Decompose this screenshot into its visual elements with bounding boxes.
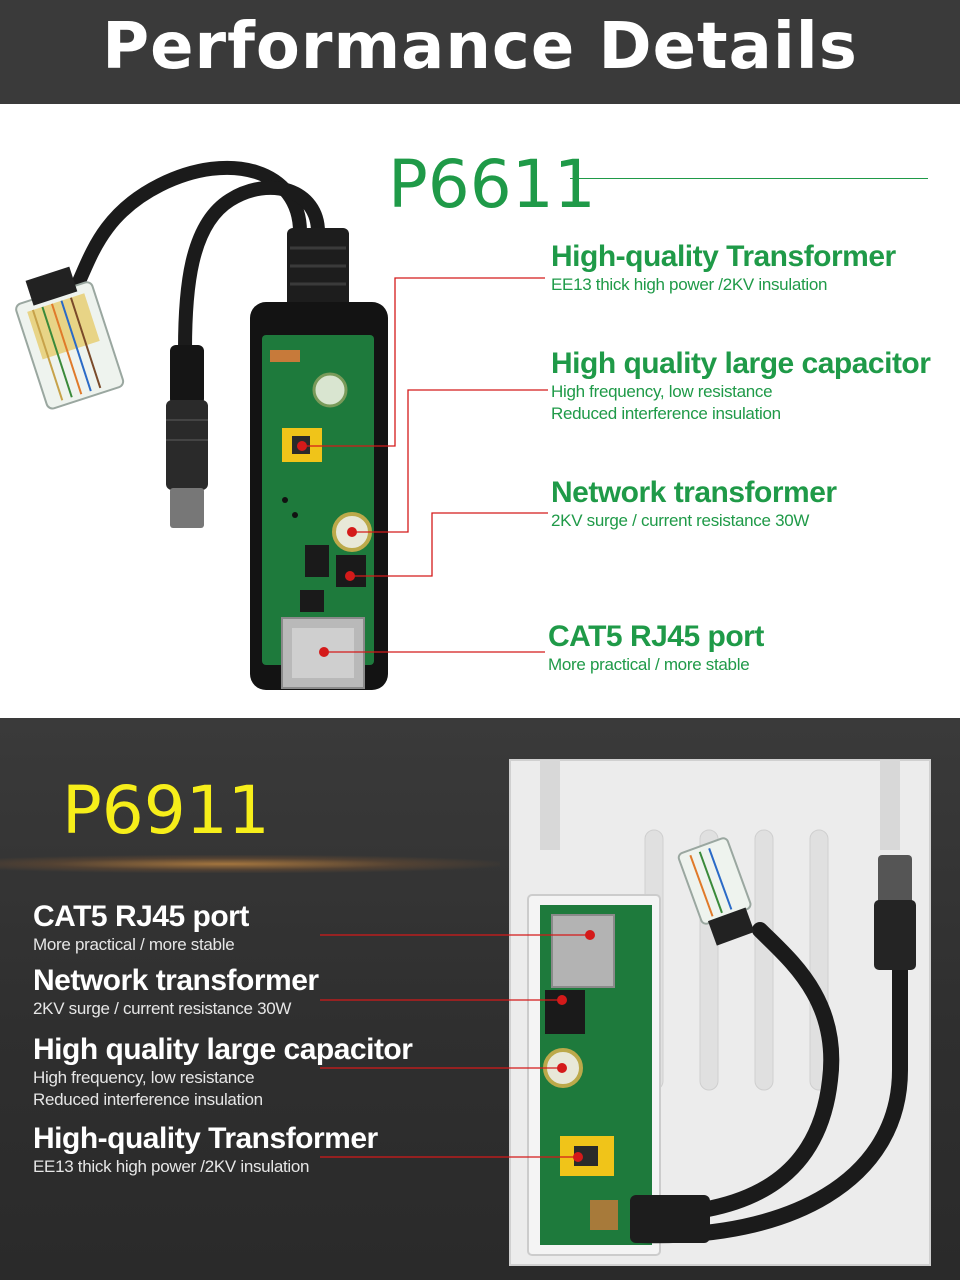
callout-bottom-rj45 xyxy=(320,930,595,940)
feature-desc: EE13 thick high power /2KV insulation xyxy=(551,275,828,294)
model-name-bottom: P6911 xyxy=(62,772,270,849)
feature-bottom-transformer: High-quality Transformer EE13 thick high… xyxy=(33,1122,378,1178)
dc-plug-top xyxy=(166,345,208,528)
feature-bottom-rj45: CAT5 RJ45 port More practical / more sta… xyxy=(33,900,249,956)
header-bar: Performance Details xyxy=(0,0,960,104)
feature-desc: More practical / more stable xyxy=(33,935,235,954)
callout-bottom-transformer xyxy=(320,1152,583,1162)
feature-top-network-transformer: Network transformer 2KV surge / current … xyxy=(551,476,837,532)
rj45-plug-bottom xyxy=(677,837,755,946)
feature-desc: 2KV surge / current resistance 30W xyxy=(551,511,810,530)
dc-plug-bottom xyxy=(874,855,916,970)
callout-top-capacitor xyxy=(347,389,548,537)
feature-title: Network transformer xyxy=(33,964,319,997)
callout-top-rj45 xyxy=(319,647,545,657)
model-underline xyxy=(570,178,928,179)
feature-desc: High frequency, low resistance xyxy=(33,1068,255,1087)
title-glow xyxy=(0,855,500,873)
callout-top-network-transformer xyxy=(345,512,548,581)
feature-top-capacitor: High quality large capacitor High freque… xyxy=(551,347,931,425)
callout-bottom-network-transformer xyxy=(320,995,567,1005)
callout-bottom-capacitor xyxy=(320,1063,567,1073)
model-name-top: P6611 xyxy=(388,146,596,223)
feature-desc: Reduced interference insulation xyxy=(551,404,781,423)
feature-desc: More practical / more stable xyxy=(548,655,750,674)
feature-desc: EE13 thick high power /2KV insulation xyxy=(33,1157,310,1176)
feature-title: High-quality Transformer xyxy=(33,1122,378,1155)
dc-cable xyxy=(178,180,325,357)
feature-title: CAT5 RJ45 port xyxy=(33,900,249,933)
feature-title: High quality large capacitor xyxy=(33,1033,413,1066)
feature-bottom-capacitor: High quality large capacitor High freque… xyxy=(33,1033,413,1111)
rj45-plug-top xyxy=(15,266,125,410)
rj45-jack-bottom xyxy=(551,914,615,988)
top-section xyxy=(0,104,960,718)
feature-desc: High frequency, low resistance xyxy=(551,382,773,401)
module-cable-1 xyxy=(632,922,840,1223)
feature-desc: Reduced interference insulation xyxy=(33,1090,263,1109)
page-title: Performance Details xyxy=(102,10,858,84)
feature-top-transformer: High-quality Transformer EE13 thick high… xyxy=(551,240,896,296)
feature-title: High-quality Transformer xyxy=(551,240,896,273)
callout-top-transformer xyxy=(297,277,545,451)
feature-title: High quality large capacitor xyxy=(551,347,931,380)
feature-title: CAT5 RJ45 port xyxy=(548,620,764,653)
feature-top-rj45: CAT5 RJ45 port More practical / more sta… xyxy=(548,620,764,676)
feature-title: Network transformer xyxy=(551,476,837,509)
feature-bottom-network-transformer: Network transformer 2KV surge / current … xyxy=(33,964,319,1020)
feature-desc: 2KV surge / current resistance 30W xyxy=(33,999,292,1018)
